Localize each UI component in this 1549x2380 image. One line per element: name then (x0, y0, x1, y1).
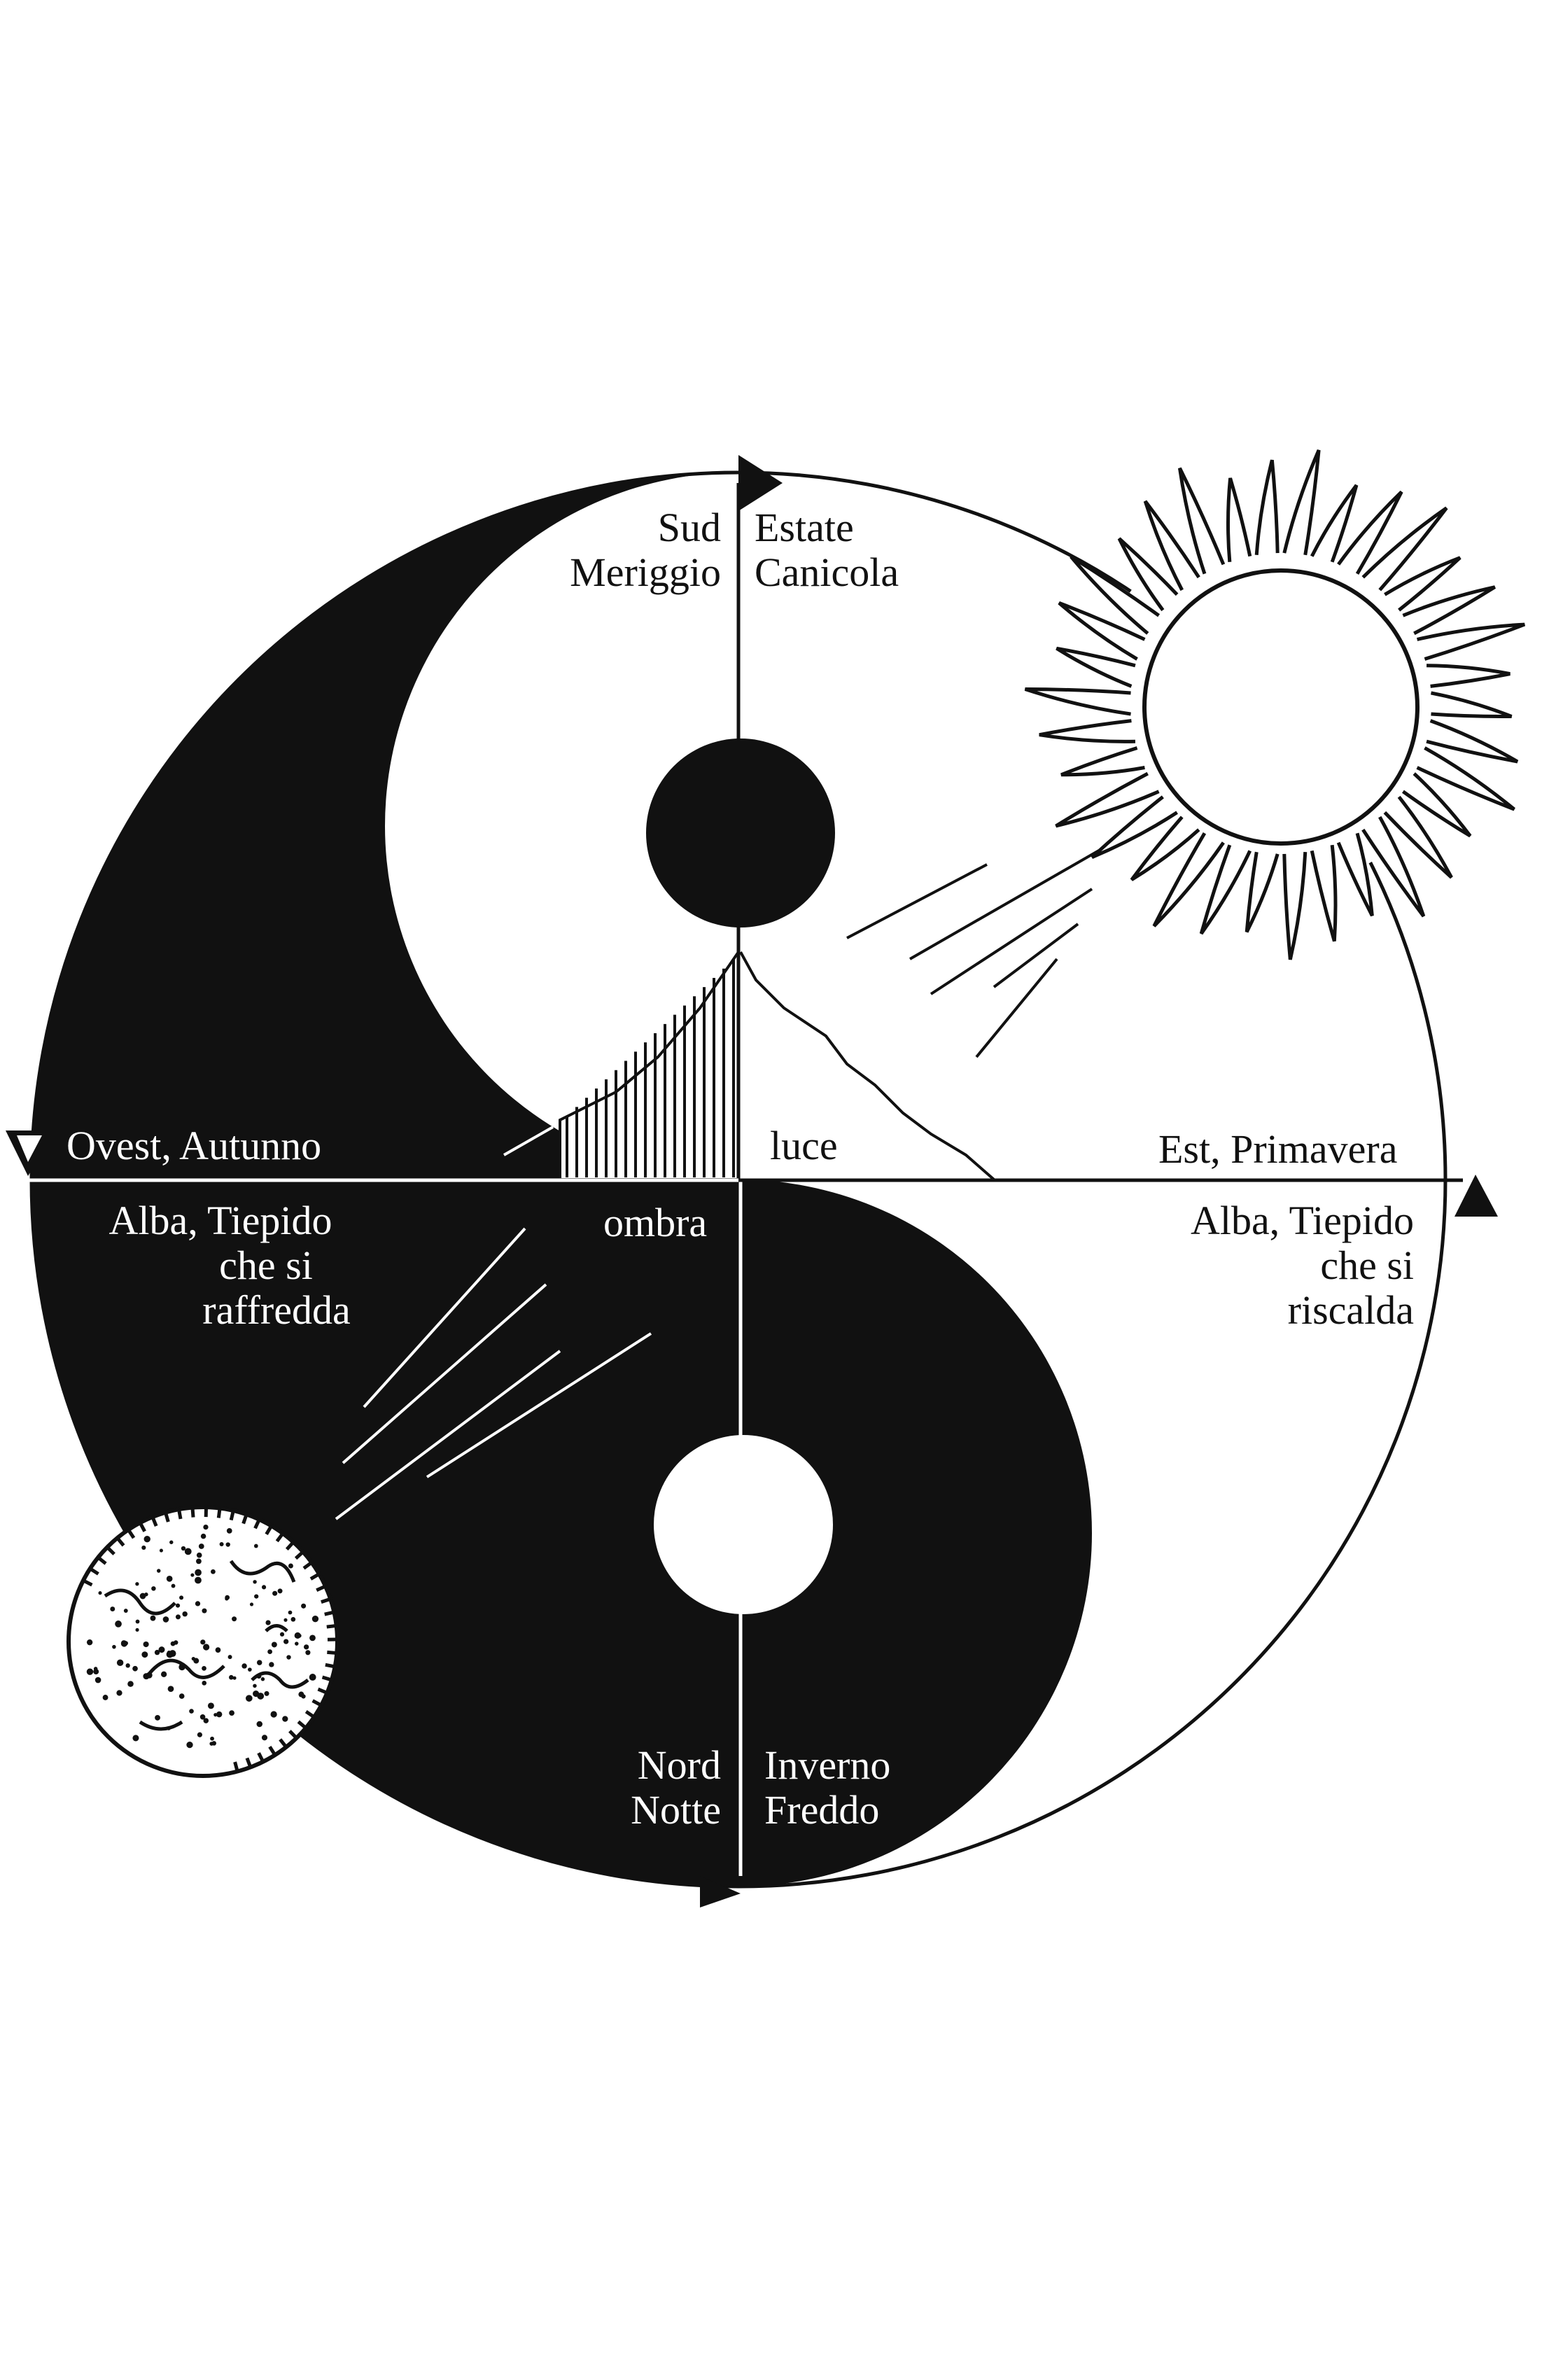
label-north-night: Nord Notte (546, 1743, 721, 1833)
label-south-midday: Sud Meriggio (532, 505, 721, 595)
label-south: Sud (657, 505, 721, 550)
label-shadow: ombra (603, 1200, 708, 1245)
mountain-hatching (566, 959, 735, 1177)
label-summer-heat: Estate Canicola (755, 505, 899, 595)
yang-dot (654, 1435, 833, 1614)
sun-icon (1024, 449, 1526, 960)
label-winter-cold: Inverno Freddo (764, 1743, 890, 1833)
direction-arrow-icon (17, 1135, 42, 1162)
label-summer: Estate (755, 505, 854, 550)
label-north: Nord (637, 1742, 721, 1788)
label-dawn-warming: Alba, Tiepido che si riscalda (1190, 1198, 1414, 1333)
label-midday: Meriggio (570, 550, 721, 595)
direction-arrow-icon (700, 1876, 741, 1907)
direction-arrow-icon (738, 455, 783, 511)
label-night: Notte (631, 1787, 721, 1833)
moon-icon (66, 1505, 339, 1778)
sun-rays (846, 849, 1100, 1058)
label-winter: Inverno (764, 1742, 891, 1788)
yin-dot (646, 738, 835, 927)
label-dawn-cooling: Alba, Tiepido che si raffredda (108, 1198, 351, 1333)
label-cold: Freddo (764, 1787, 880, 1833)
label-east-spring: Est, Primavera (1158, 1126, 1398, 1172)
direction-arrow-icon (1455, 1175, 1498, 1217)
label-light: luce (770, 1123, 838, 1168)
moon-rays (335, 1126, 652, 1520)
mountain-slope (739, 951, 995, 1181)
label-west-autumn: Ovest, Autunno (66, 1123, 322, 1168)
label-heat: Canicola (755, 550, 899, 595)
